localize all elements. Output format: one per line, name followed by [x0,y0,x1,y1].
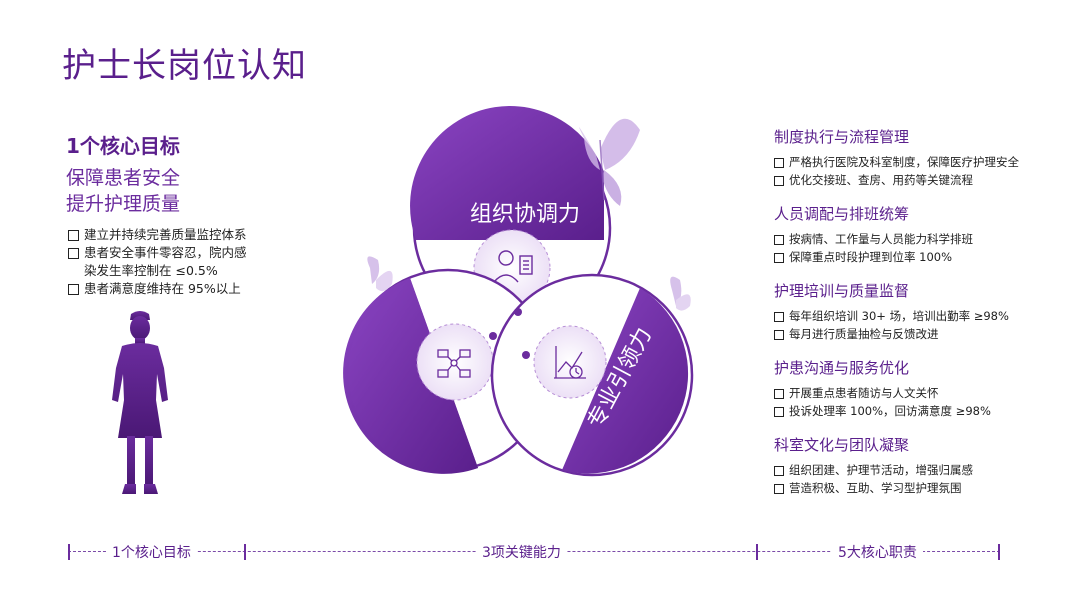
growth-chart-icon [554,346,586,379]
duty-block: 护患沟通与服务优化 开展重点患者随访与人文关怀 投诉处理率 100%，回访满意度… [774,357,1074,420]
duty-item: 开展重点患者随访与人文关怀 [774,384,1074,402]
duty-title: 护患沟通与服务优化 [774,359,910,377]
goal-item: 患者满意度维持在 95%以上 [68,280,298,298]
capability-left-circle [343,268,550,474]
timeline-label-duties: 5大核心职责 [832,542,923,562]
capability-right-circle [490,273,694,477]
timeline-tick [998,544,1000,560]
duty-item: 投诉处理率 100%，回访满意度 ≥98% [774,402,1074,420]
goal-subtitle-1: 保障患者安全 [66,167,181,189]
duty-block: 科室文化与团队凝聚 组织团建、护理节活动，增强归属感 营造积极、互助、学习型护理… [774,434,1074,497]
duty-item: 保障重点时段护理到位率 100% [774,248,1074,266]
duty-item: 营造积极、互助、学习型护理氛围 [774,479,1074,497]
team-network-icon [437,349,471,378]
timeline-tick [244,544,246,560]
goal-item-continued: 染发生率控制在 ≤0.5% [84,263,218,278]
duty-title: 护理培训与质量监督 [774,282,910,300]
duty-title: 制度执行与流程管理 [774,128,910,146]
duty-title: 科室文化与团队凝聚 [774,436,910,454]
timeline-label-capabilities: 3项关键能力 [476,542,567,562]
duty-item: 每月进行质量抽检与反馈改进 [774,325,1074,343]
goal-item: 建立并持续完善质量监控体系 [68,226,298,244]
butterfly-icon [579,118,640,206]
duty-block: 人员调配与排班统筹 按病情、工作量与人员能力科学排班 保障重点时段护理到位率 1… [774,203,1074,266]
duty-item: 优化交接班、查房、用药等关键流程 [774,171,1074,189]
timeline-tick [756,544,758,560]
duty-title: 人员调配与排班统筹 [774,205,910,223]
butterfly-icon [367,256,393,292]
doctor-icon [493,250,533,283]
duty-item: 按病情、工作量与人员能力科学排班 [774,230,1074,248]
summary-timeline: 1个核心目标 3项关键能力 5大核心职责 [68,541,1000,563]
butterfly-icon [670,276,691,311]
duty-block: 护理培训与质量监督 每年组织培训 30+ 场，培训出勤率 ≥98% 每月进行质量… [774,280,1074,343]
duty-block: 制度执行与流程管理 严格执行医院及科室制度，保障医疗护理安全 优化交接班、查房、… [774,126,1074,189]
duty-item: 严格执行医院及科室制度，保障医疗护理安全 [774,153,1074,171]
goal-list: 建立并持续完善质量监控体系 患者安全事件零容忍，院内感 染发生率控制在 ≤0.5… [68,226,298,298]
nurse-silhouette-icon [112,311,168,494]
capability-diagram [343,106,694,477]
timeline-tick [68,544,70,560]
capability-label-top: 组织协调力 [470,202,581,227]
goal-item: 患者安全事件零容忍，院内感 [68,244,298,262]
duty-item: 每年组织培训 30+ 场，培训出勤率 ≥98% [774,307,1074,325]
goal-heading: 1个核心目标 [66,134,180,158]
duties-list: 制度执行与流程管理 严格执行医院及科室制度，保障医疗护理安全 优化交接班、查房、… [774,126,1074,511]
goal-subtitle-2: 提升护理质量 [66,193,181,215]
timeline-label-goal: 1个核心目标 [106,542,197,562]
page-title: 护士长岗位认知 [62,46,307,86]
capability-top-circle [410,106,612,328]
duty-item: 组织团建、护理节活动，增强归属感 [774,461,1074,479]
